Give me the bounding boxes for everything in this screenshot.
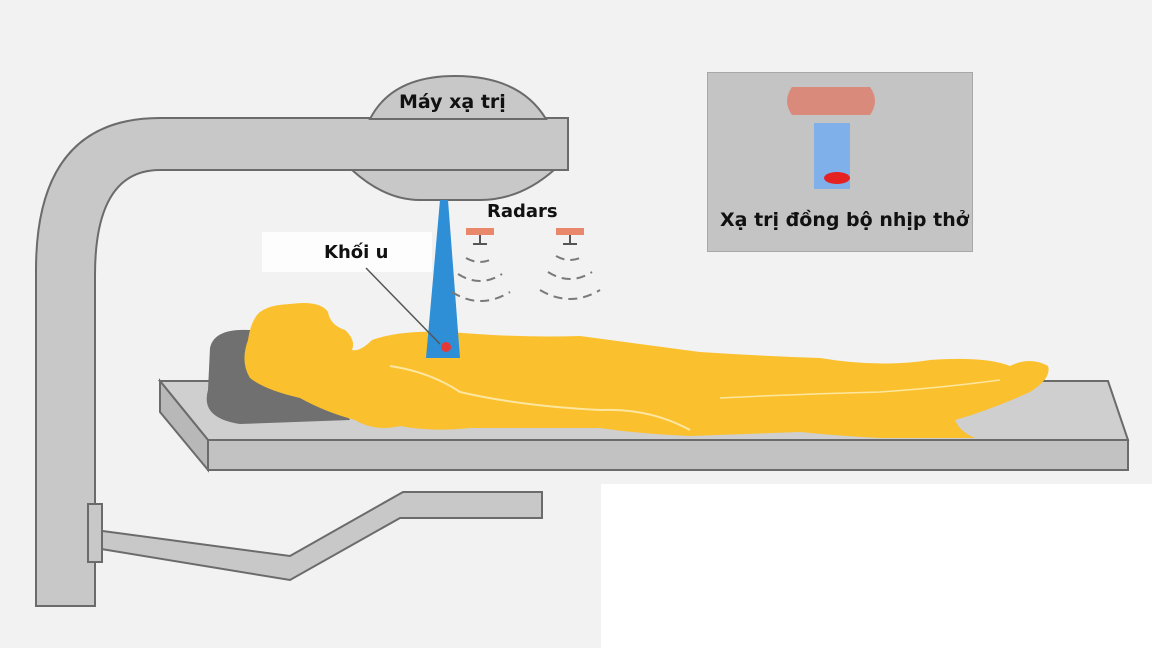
machine-head-top [368, 74, 548, 120]
collimator-head [787, 87, 875, 115]
tumor-label-background [262, 232, 432, 272]
patient-body [244, 303, 1049, 438]
body-contour-leg [719, 379, 1001, 399]
machine-label: Máy xạ trị [399, 91, 506, 113]
radar-icon [466, 228, 494, 245]
support-arm-joint [87, 503, 103, 563]
tumor-leader-line [365, 267, 441, 345]
radar-icon [556, 228, 584, 245]
tumor-marker [441, 342, 451, 352]
tumor-label: Khối u [324, 242, 389, 263]
gating-label: Xạ trị đồng bộ nhịp thở [720, 209, 969, 231]
radar-waves-right [539, 255, 601, 300]
gating-illustration [787, 87, 875, 189]
radar-waves-left [451, 257, 511, 302]
radiation-beam [426, 200, 460, 358]
inset-panel [707, 72, 973, 252]
background-patch [601, 484, 1152, 648]
support-arm [94, 491, 543, 582]
radars-label: Radars [487, 201, 558, 222]
machine-head-bottom [349, 169, 557, 201]
table-side [207, 439, 1129, 471]
tumor-target [824, 172, 850, 184]
table-end [159, 378, 209, 473]
body-contour-arm [389, 365, 691, 431]
